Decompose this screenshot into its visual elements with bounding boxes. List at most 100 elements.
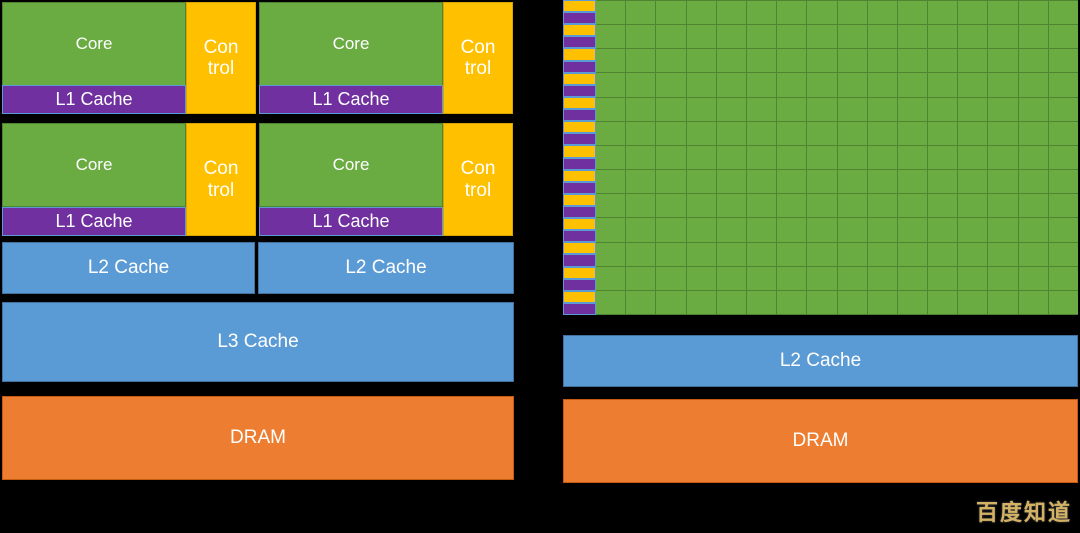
gpu-core-cell: [837, 266, 867, 290]
gpu-core-cell: [746, 242, 777, 266]
gpu-core-cell: [867, 194, 897, 218]
gpu-core-cell: [1018, 25, 1048, 49]
gpu-core-cell: [1048, 266, 1078, 290]
gpu-core-cell: [656, 290, 686, 314]
gpu-core-grid: [596, 0, 1078, 315]
gpu-control-block: [563, 0, 596, 13]
gpu-l1-cache-block: [563, 84, 596, 97]
gpu-core-cell: [596, 97, 626, 121]
gpu-core-cell: [897, 1, 928, 25]
gpu-core-cell: [1018, 290, 1048, 314]
cpu-control-3: Con trol: [186, 123, 256, 236]
gpu-core-cell: [596, 73, 626, 97]
gpu-core-cell: [716, 266, 746, 290]
gpu-core-cell: [686, 242, 716, 266]
gpu-core-cell: [928, 145, 958, 170]
gpu-control-block: [563, 290, 596, 303]
gpu-core-cell: [1048, 218, 1078, 242]
gpu-core-cell: [1048, 49, 1078, 73]
gpu-core-cell: [1018, 121, 1048, 145]
gpu-core-cell: [626, 266, 656, 290]
gpu-core-cell: [686, 97, 716, 121]
gpu-l1-cache-block: [563, 302, 596, 316]
gpu-l1-cache-block: [563, 181, 596, 194]
gpu-core-cell: [837, 97, 867, 121]
gpu-core-cell: [626, 97, 656, 121]
gpu-core-cell: [1048, 194, 1078, 218]
gpu-core-cell: [988, 194, 1018, 218]
gpu-core-cell: [897, 145, 928, 170]
gpu-core-cell: [867, 1, 897, 25]
gpu-core-cell: [1018, 242, 1048, 266]
gpu-core-cell: [626, 49, 656, 73]
gpu-control-column: [563, 0, 596, 316]
gpu-core-cell: [897, 218, 928, 242]
gpu-control-pair: [563, 121, 596, 146]
gpu-core-cell: [1048, 97, 1078, 121]
gpu-core-cell: [656, 218, 686, 242]
gpu-core-cell: [928, 25, 958, 49]
gpu-control-block: [563, 145, 596, 158]
gpu-core-cell: [1018, 1, 1048, 25]
gpu-core-cell: [897, 73, 928, 97]
gpu-core-cell: [867, 170, 897, 194]
gpu-core-cell: [1048, 170, 1078, 194]
gpu-l1-cache-block: [563, 36, 596, 49]
cpu-l2-cache-right: L2 Cache: [258, 242, 514, 294]
gpu-core-cell: [988, 73, 1018, 97]
gpu-l1-cache-block: [563, 12, 596, 25]
gpu-core-cell: [596, 25, 626, 49]
gpu-core-cell: [656, 97, 686, 121]
gpu-core-cell: [958, 73, 988, 97]
gpu-l1-cache-block: [563, 278, 596, 291]
gpu-control-pair: [563, 145, 596, 170]
gpu-core-cell: [988, 218, 1018, 242]
gpu-core-cell: [746, 170, 777, 194]
gpu-core-cell: [656, 266, 686, 290]
gpu-core-cell: [837, 242, 867, 266]
gpu-core-cell: [626, 290, 656, 314]
gpu-core-cell: [656, 1, 686, 25]
gpu-core-cell: [958, 194, 988, 218]
gpu-core-cell: [807, 25, 837, 49]
gpu-core-cell: [837, 121, 867, 145]
gpu-control-block: [563, 48, 596, 61]
gpu-core-array: [563, 0, 1078, 316]
gpu-core-cell: [1018, 170, 1048, 194]
gpu-core-cell: [988, 49, 1018, 73]
gpu-core-cell: [626, 121, 656, 145]
gpu-control-block: [563, 169, 596, 182]
gpu-core-cell: [656, 73, 686, 97]
gpu-core-cell: [958, 170, 988, 194]
gpu-core-cell: [837, 25, 867, 49]
gpu-core-cell: [596, 242, 626, 266]
gpu-core-cell: [958, 1, 988, 25]
cpu-l2-cache-left: L2 Cache: [2, 242, 255, 294]
gpu-core-cell: [867, 218, 897, 242]
gpu-control-block: [563, 121, 596, 134]
gpu-control-pair: [563, 96, 596, 122]
gpu-core-cell: [716, 194, 746, 218]
gpu-core-cell: [686, 194, 716, 218]
gpu-core-cell: [807, 170, 837, 194]
gpu-core-cell: [988, 242, 1018, 266]
gpu-core-cell: [928, 242, 958, 266]
gpu-core-cell: [807, 266, 837, 290]
gpu-core-cell: [897, 194, 928, 218]
gpu-core-cell: [686, 170, 716, 194]
gpu-core-cell: [867, 25, 897, 49]
gpu-core-cell: [596, 1, 626, 25]
gpu-core-cell: [746, 218, 777, 242]
gpu-l1-cache-block: [563, 157, 596, 170]
gpu-l1-cache-block: [563, 133, 596, 146]
gpu-core-cell: [958, 290, 988, 314]
gpu-core-cell: [596, 170, 626, 194]
gpu-core-cell: [807, 73, 837, 97]
gpu-core-cell: [837, 49, 867, 73]
gpu-core-cell: [777, 218, 807, 242]
gpu-core-cell: [837, 1, 867, 25]
gpu-control-block: [563, 218, 596, 231]
gpu-control-pair: [563, 0, 596, 25]
gpu-control-block: [563, 72, 596, 85]
